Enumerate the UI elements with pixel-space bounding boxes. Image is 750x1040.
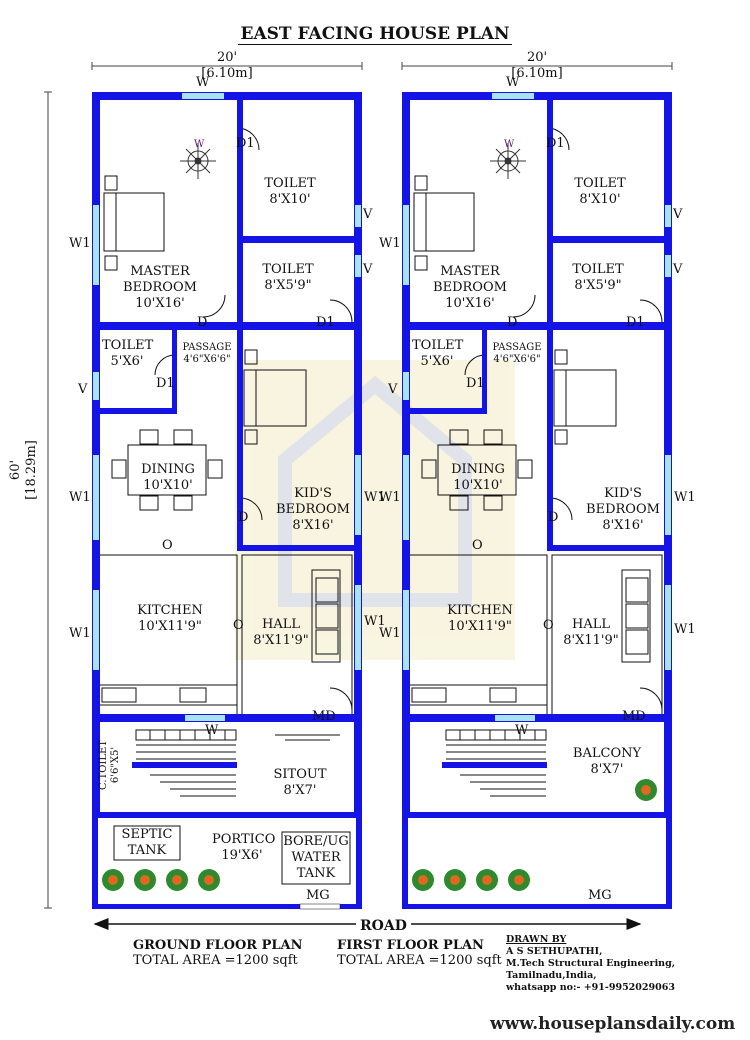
g-v-toilet2: V	[363, 262, 373, 277]
f-o-dining: O	[472, 538, 483, 553]
g-main-gate-label: MG	[306, 888, 330, 903]
plant-icons	[102, 869, 220, 891]
drawn-by-block: DRAWN BY A S SETHUPATHI, M.Tech Structur…	[506, 934, 676, 993]
g-w-stair: W	[205, 723, 219, 738]
f-d1-toilet2: D1	[626, 315, 645, 330]
width-dim-m-ground: [6.10m]	[201, 66, 253, 81]
f-d-master: D	[507, 315, 518, 330]
f-o-kitchen: O	[543, 618, 554, 633]
compass-icon-first	[490, 143, 526, 179]
compass-icon	[180, 143, 216, 179]
road-label: ROAD	[356, 918, 411, 934]
compass-w: W	[194, 139, 205, 150]
g-w1-kitchen: W1	[69, 626, 91, 641]
website-link[interactable]: www.houseplansdaily.com	[490, 1014, 736, 1034]
f-d-kids: D	[548, 510, 559, 525]
plant-icons-first	[412, 779, 657, 891]
f-w-stair: W	[515, 723, 529, 738]
width-dim-m-first: [6.10m]	[511, 66, 563, 81]
g-md: MD	[312, 709, 336, 724]
ground-floor-plan	[92, 92, 362, 910]
plan-title: EAST FACING HOUSE PLAN	[238, 24, 512, 45]
width-dim-first: 20'	[526, 50, 548, 65]
f-w1-hall: W1	[674, 622, 696, 637]
f-main-gate-label: MG	[588, 888, 612, 903]
f-d1-toilet3: D1	[466, 376, 485, 391]
g-o-kitchen: O	[233, 618, 244, 633]
f-v-toilet1: V	[673, 207, 683, 222]
ground-floor-caption: GROUND FLOOR PLAN TOTAL AREA =1200 sqft	[133, 938, 303, 968]
f-w1-dining: W1	[379, 490, 401, 505]
g-v-toilet3: V	[78, 382, 88, 397]
f-window-top: W	[506, 75, 520, 90]
g-d1-toilet3: D1	[156, 376, 175, 391]
g-window-top: W	[196, 75, 210, 90]
g-d-master: D	[197, 315, 208, 330]
f-v-toilet3: V	[388, 382, 398, 397]
f-w1-master: W1	[379, 236, 401, 251]
f-w1-kitchen: W1	[379, 626, 401, 641]
g-v-toilet1: V	[363, 207, 373, 222]
g-d-kids: D	[238, 510, 249, 525]
g-w1-dining: W1	[69, 490, 91, 505]
first-floor-caption: FIRST FLOOR PLAN TOTAL AREA =1200 sqft	[337, 938, 502, 968]
f-w1-kids: W1	[674, 490, 696, 505]
g-w1-master: W1	[69, 236, 91, 251]
length-dim: 60' [18.29m]	[8, 440, 39, 500]
compass-w-first: W	[504, 139, 515, 150]
f-md: MD	[622, 709, 646, 724]
f-d1-toilet1: D1	[546, 136, 565, 151]
g-w1-kids: W1	[364, 490, 386, 505]
width-dim-ground: 20'	[216, 50, 238, 65]
g-d1-toilet1: D1	[236, 136, 255, 151]
first-floor-plan	[402, 92, 672, 909]
dimension-lines	[44, 62, 673, 909]
g-o-dining: O	[162, 538, 173, 553]
g-w1-hall: W1	[364, 614, 386, 629]
f-v-toilet2: V	[673, 262, 683, 277]
g-d1-toilet2: D1	[316, 315, 335, 330]
